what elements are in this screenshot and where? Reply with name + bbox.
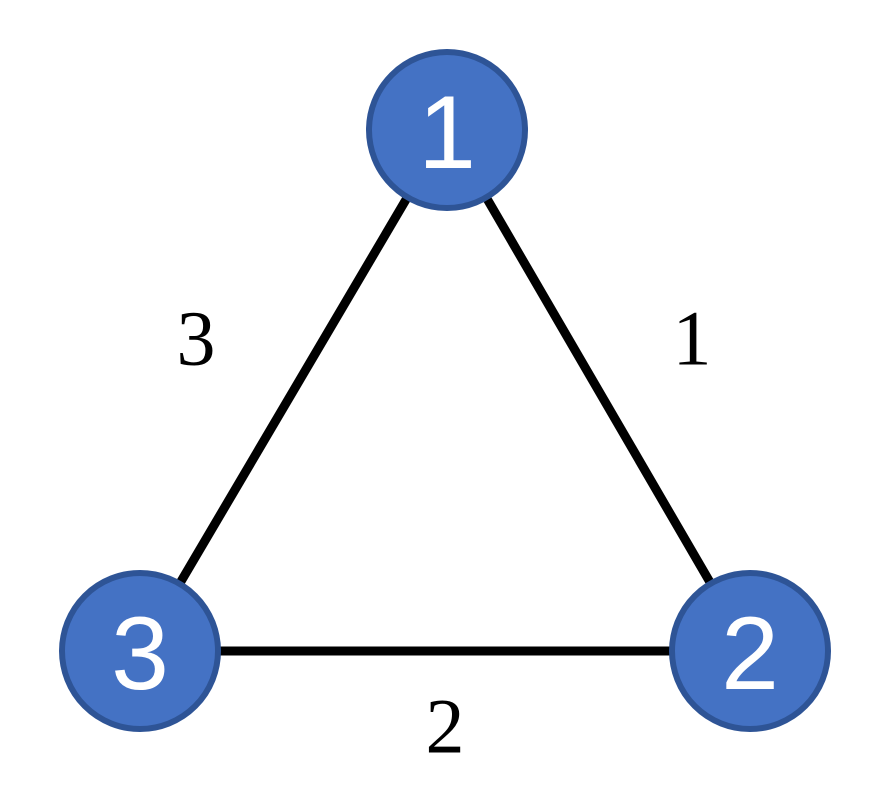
node-1-circle[interactable] <box>366 49 528 211</box>
node-3-circle[interactable] <box>59 570 221 732</box>
nodes-group: 1 2 3 <box>59 49 831 732</box>
edge-1-3-line[interactable] <box>136 127 451 654</box>
edge-labels-group: 3 1 2 <box>177 295 712 770</box>
node-3-label: 3 <box>111 596 169 712</box>
node-1[interactable]: 1 <box>366 49 528 211</box>
node-1-label: 1 <box>418 75 476 191</box>
node-3[interactable]: 3 <box>59 570 221 732</box>
edge-3-2-weight-label: 2 <box>426 683 465 770</box>
edge-1-2-weight-label: 1 <box>673 295 712 382</box>
node-2[interactable]: 2 <box>669 570 831 732</box>
node-2-circle[interactable] <box>669 570 831 732</box>
edge-1-3-weight-label: 3 <box>177 295 216 382</box>
edges-group <box>136 127 754 656</box>
edge-1-2-line[interactable] <box>443 127 754 654</box>
node-2-label: 2 <box>721 596 779 712</box>
